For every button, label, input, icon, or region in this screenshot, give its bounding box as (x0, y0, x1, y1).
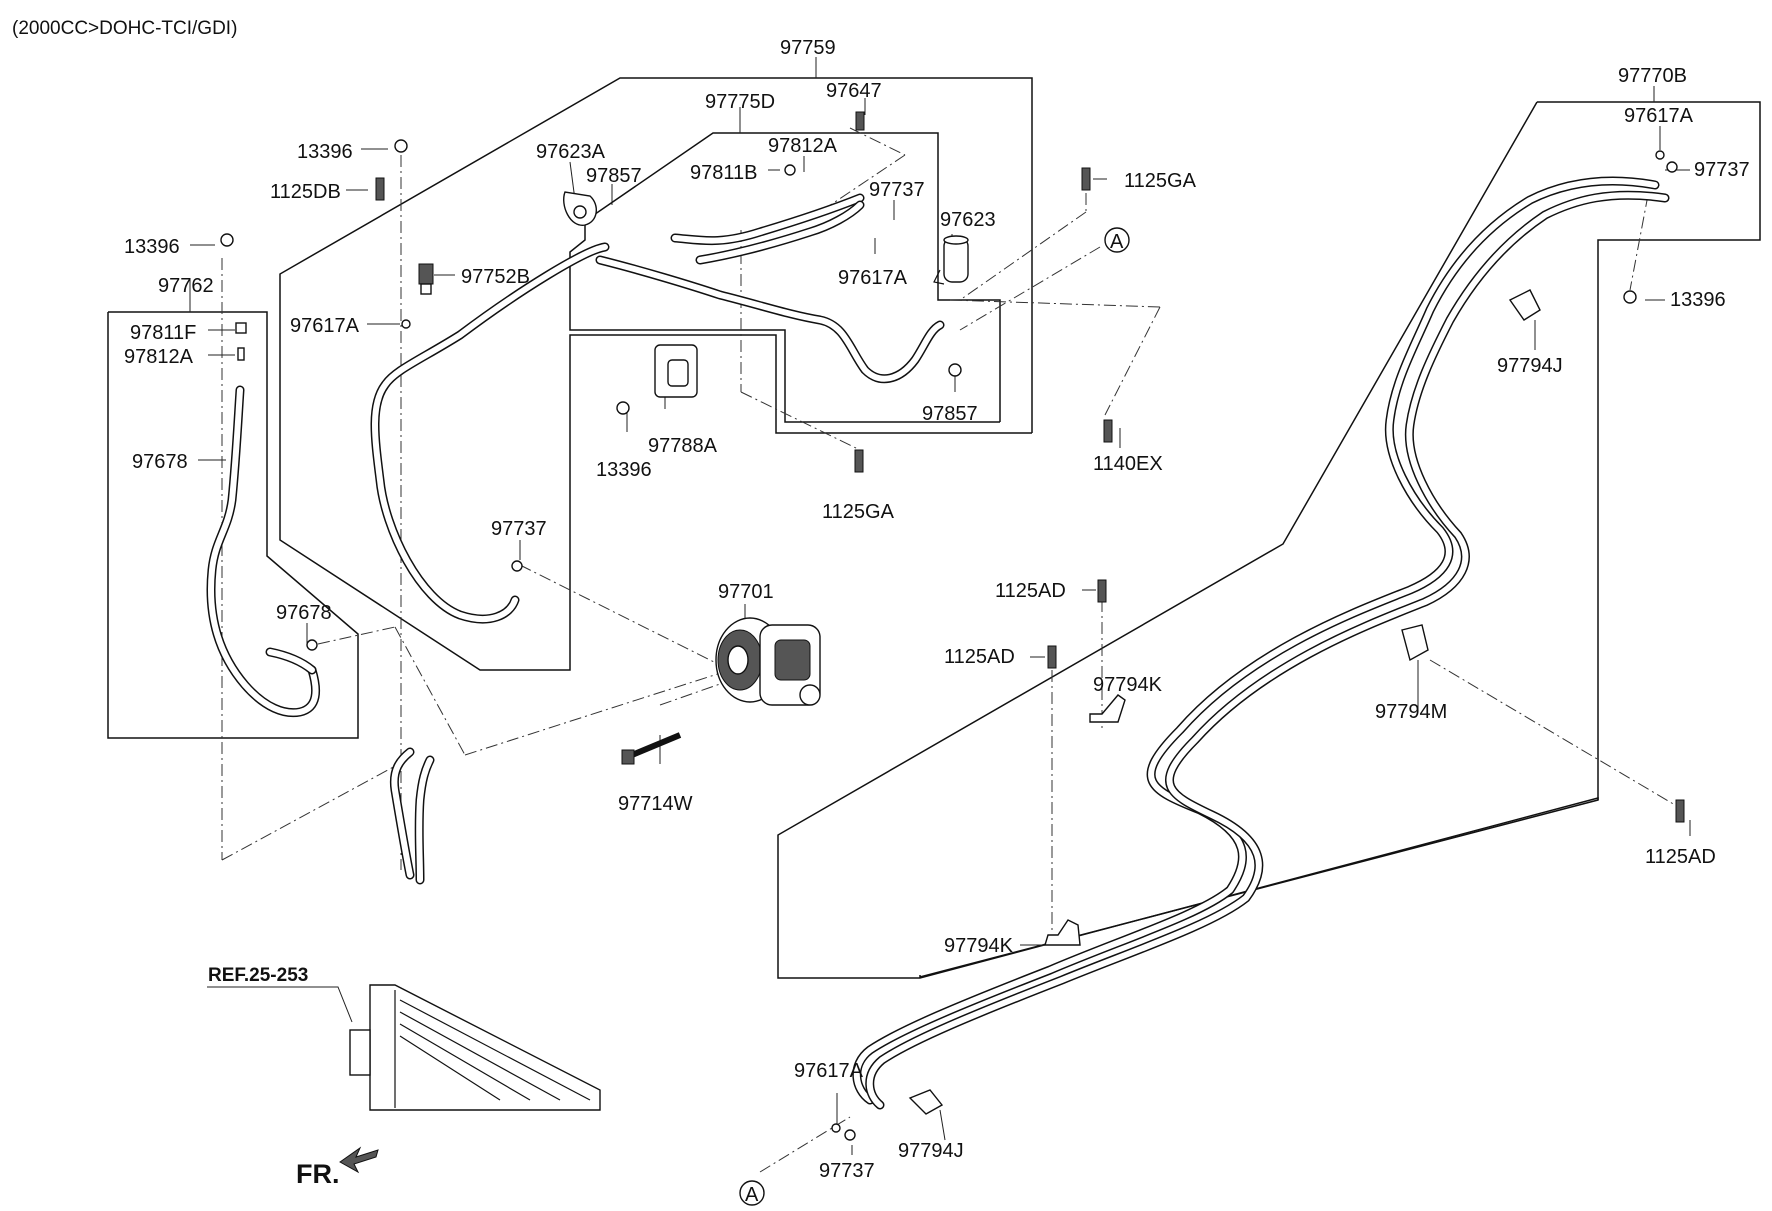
nut-13396-right (1623, 290, 1637, 304)
pipes (206, 176, 1670, 1110)
label-97617a-right: 97617A (1624, 105, 1694, 127)
condenser-ref-25-253 (349, 984, 601, 1111)
label-97623a: 97623A (536, 141, 606, 163)
label-97737-top: 97737 (869, 179, 925, 201)
bolt-1125ga-mid (854, 449, 864, 473)
circle-a-bottom (739, 1180, 765, 1206)
bolt-1125ad-2 (1047, 645, 1057, 669)
circle-a-top-label: A (1110, 231, 1124, 253)
label-1140ex: 1140EX (1093, 453, 1163, 475)
label-ref-25-253: REF.25-253 (208, 965, 308, 986)
assembly-outlines (107, 77, 1761, 979)
label-97788a: 97788A (648, 435, 718, 457)
o-ring-97617a-right (1655, 150, 1665, 160)
parts (220, 111, 1685, 1174)
label-97811f: 97811F (130, 322, 196, 344)
label-97770b: 97770B (1618, 65, 1687, 87)
label-1125ad-2: 1125AD (944, 646, 1015, 668)
label-97794k-lower: 97794K (944, 935, 1014, 957)
bracket-97794j-right[interactable] (1508, 289, 1541, 321)
label-13396-mid: 13396 (596, 459, 652, 481)
circle-a-bottom-label: A (745, 1184, 759, 1206)
label-97752b: 97752B (461, 266, 530, 288)
o-ring-97737-right (1666, 161, 1678, 173)
outline-97762 (107, 311, 359, 739)
part-labels: 97759 97775D 97647 97623A 97857 97812A 9… (124, 37, 1750, 1189)
label-97701: 97701 (718, 581, 774, 603)
nut-13396-top (394, 139, 408, 153)
label-97794j-bottom: 97794J (898, 1140, 964, 1162)
label-97647: 97647 (826, 80, 882, 102)
receiver-drier-97623[interactable] (933, 235, 969, 285)
valve-97812a-left (237, 347, 245, 361)
cap-97811f (235, 322, 247, 334)
nut-13396-left (220, 233, 234, 247)
label-front: FR. (296, 1159, 340, 1189)
outline-97770b-lower (777, 101, 1599, 979)
label-13396-top: 13396 (297, 141, 353, 163)
fasteners (220, 111, 1685, 1141)
o-ring-97678-lower (306, 639, 318, 651)
bolt-97714w[interactable] (621, 732, 682, 765)
label-97737-right: 97737 (1694, 159, 1750, 181)
o-ring-97811b (784, 164, 796, 176)
label-97617a-bottom: 97617A (794, 1060, 864, 1082)
bolt-1140ex (1103, 419, 1113, 443)
label-1125ga-top: 1125GA (1124, 170, 1197, 192)
label-97737-bottom: 97737 (819, 1160, 875, 1182)
label-97678-upper: 97678 (132, 451, 188, 473)
label-1125ad-right: 1125AD (1645, 846, 1716, 868)
label-97762: 97762 (158, 275, 214, 297)
bolt-1125ad-1 (1097, 579, 1107, 603)
reference-markers: A A (739, 227, 1130, 1206)
outline-97770b (919, 101, 1761, 978)
o-ring-97617a-left (401, 319, 411, 329)
label-97794k-upper: 97794K (1093, 674, 1163, 696)
label-13396-right: 13396 (1670, 289, 1726, 311)
o-ring-97737-mid (511, 560, 523, 572)
outline-97775d (569, 132, 1001, 423)
outline-97759 (279, 77, 1033, 671)
bracket-97794k-lower[interactable] (1044, 919, 1081, 946)
label-97812a-top: 97812A (768, 135, 838, 157)
o-ring-97737-bottom (844, 1129, 856, 1141)
label-1125ga-mid: 1125GA (822, 501, 895, 523)
bolt-1125ad-right (1675, 799, 1685, 823)
label-97714w: 97714W (618, 793, 693, 815)
label-97794m: 97794M (1375, 701, 1447, 723)
engine-note: (2000CC>DOHC-TCI/GDI) (12, 18, 237, 39)
compressor-97701[interactable] (715, 617, 821, 706)
bolt-1125db (375, 177, 385, 201)
bracket-97788a[interactable] (654, 344, 698, 398)
label-97623: 97623 (940, 209, 996, 231)
phantom-lines (221, 127, 1676, 1173)
label-97794j-right: 97794J (1497, 355, 1563, 377)
bolt-1125ga-top (1081, 167, 1091, 191)
label-97617a-left: 97617A (290, 315, 360, 337)
o-ring-97617a-bottom (831, 1123, 841, 1133)
o-ring-97857-right (948, 363, 962, 377)
nut-13396-mid (616, 401, 630, 415)
label-1125db: 1125DB (270, 181, 341, 203)
bolt-97647 (855, 111, 865, 131)
label-97857-top: 97857 (586, 165, 642, 187)
label-97759: 97759 (780, 37, 836, 59)
circle-a-top (1104, 227, 1130, 253)
label-97811b: 97811B (690, 162, 757, 184)
label-1125ad-1: 1125AD (995, 580, 1066, 602)
front-arrow-icon (339, 1146, 379, 1174)
label-97678-lower: 97678 (276, 602, 332, 624)
label-97737-mid: 97737 (491, 518, 547, 540)
bracket-97794j-bottom[interactable] (908, 1089, 944, 1115)
clamp-97623a[interactable] (563, 191, 597, 226)
label-97812a-left: 97812A (124, 346, 194, 368)
pressure-sensor-97752b[interactable] (418, 263, 434, 295)
label-97617a-mid: 97617A (838, 267, 908, 289)
bracket-97794k-upper[interactable] (1089, 694, 1126, 723)
label-13396-left: 13396 (124, 236, 180, 258)
bracket-97794m[interactable] (1401, 624, 1429, 662)
label-97775d: 97775D (705, 91, 775, 113)
label-97857-right: 97857 (922, 403, 978, 425)
